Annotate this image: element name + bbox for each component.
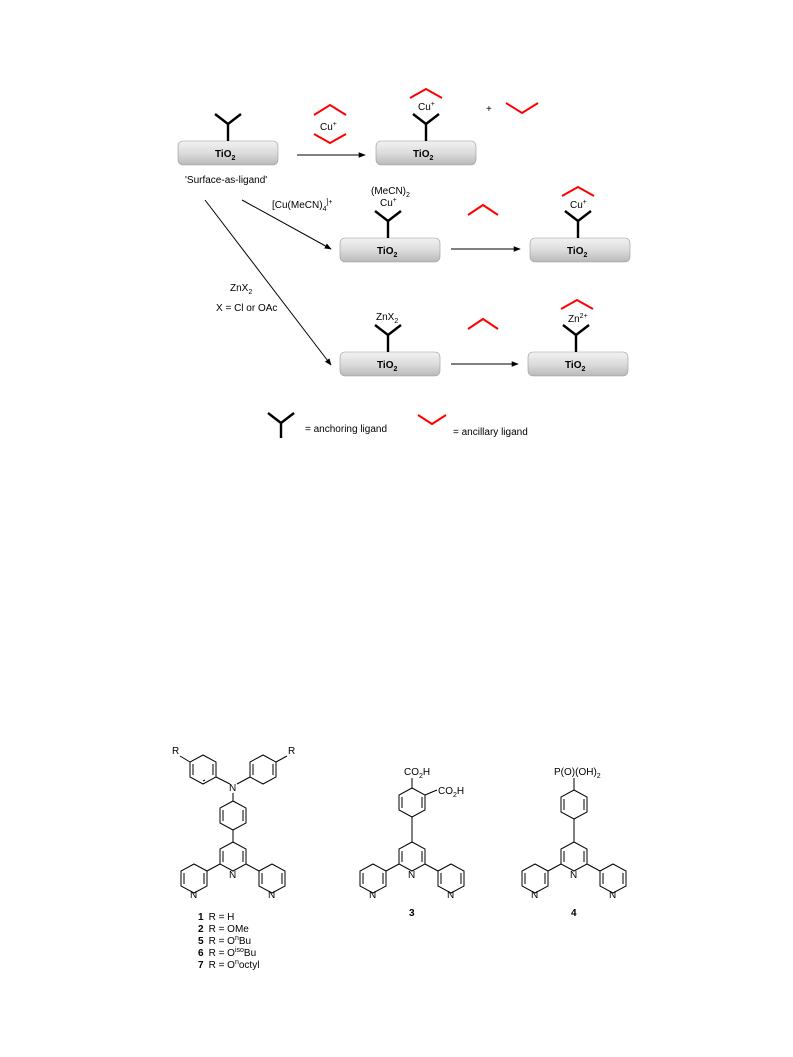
ancillary-ligand-icon — [505, 102, 539, 115]
legend-anchoring-icon — [267, 412, 295, 438]
substituent-r-left: R — [172, 746, 179, 757]
zn-condition-label: X = Cl or OAc — [216, 303, 277, 314]
top-reagent-label: Cu+ — [320, 121, 337, 133]
ancillary-ligand-icon — [409, 87, 443, 99]
mid-intermediate-line1: (MeCN)2 — [371, 186, 410, 199]
pyridine-nitrogen: N — [229, 870, 236, 881]
pyridine-nitrogen: N — [268, 890, 275, 901]
pyridine-nitrogen: N — [570, 870, 577, 881]
tio2-slab-top-product: TiO2 — [375, 140, 477, 166]
terpyridine-phosphonic-acid: P(O)(OH)2 N N N 4 — [521, 767, 627, 919]
zn-reagent-label: ZnX2 — [230, 283, 252, 296]
reaction-scheme: TiO2 'Surface-as-ligand' Cu+ TiO2 Cu+ + … — [177, 87, 631, 438]
phosphonic-group: P(O)(OH)2 — [554, 767, 601, 780]
ancillary-ligand-icon — [313, 133, 347, 145]
tio2-slab-zn-intermediate: TiO2 — [339, 351, 441, 377]
ancillary-ligand-icon — [560, 298, 594, 310]
terpyridine-dicarboxylic-acid: CO2H CO2H N N N 3 — [359, 767, 465, 919]
surface-caption: 'Surface-as-ligand' — [185, 175, 267, 186]
ancillary-ligand-icon — [467, 317, 499, 330]
top-product-cu: Cu+ — [418, 101, 435, 113]
zn-product-label: Zn2+ — [568, 313, 588, 325]
compound-3-label: 3 — [409, 908, 415, 919]
pyridine-nitrogen: N — [447, 890, 454, 901]
legend-ancillary-label: = ancillary ligand — [453, 427, 528, 438]
tio2-slab-start: TiO2 — [177, 140, 279, 166]
plus-sign: + — [486, 104, 492, 115]
anchoring-ligand-icon — [214, 113, 242, 141]
zn-intermediate-label: ZnX2 — [376, 312, 398, 325]
ancillary-ligand-icon — [561, 185, 595, 197]
ancillary-ligand-icon — [313, 103, 347, 116]
legend-ancillary-icon — [417, 414, 447, 426]
pyridine-nitrogen: N — [408, 870, 415, 881]
compound-4-label: 4 — [571, 908, 577, 919]
svg-text:TiO2: TiO2 — [567, 246, 587, 259]
tio2-slab-mid-product: TiO2 — [529, 237, 631, 263]
anchoring-ligand-icon — [564, 210, 592, 238]
legend-anchoring-label: = anchoring ligand — [305, 424, 387, 435]
terpyridine-triarylamine: R R N N N N — [172, 746, 295, 901]
svg-text:TiO2: TiO2 — [215, 149, 235, 162]
substituent-r-right: R — [288, 746, 295, 757]
pyridine-nitrogen: N — [190, 890, 197, 901]
tio2-slab-zn-product: TiO2 — [527, 351, 629, 377]
svg-text:TiO2: TiO2 — [377, 360, 397, 373]
svg-text:TiO2: TiO2 — [377, 246, 397, 259]
svg-text:TiO2: TiO2 — [565, 360, 585, 373]
mid-reagent-label: [Cu(MeCN)4]+ — [272, 199, 333, 213]
anchoring-ligand-icon — [562, 324, 590, 352]
carboxyl-group: CO2H — [404, 767, 430, 780]
amine-nitrogen: N — [229, 783, 236, 794]
pyridine-nitrogen: N — [609, 890, 616, 901]
anchoring-ligand-icon — [412, 113, 440, 141]
pyridine-nitrogen: N — [369, 890, 376, 901]
tio2-slab-mid-intermediate: TiO2 — [339, 237, 441, 263]
reaction-arrow-mid — [241, 199, 332, 250]
mid-product-cu: Cu+ — [570, 199, 587, 211]
reaction-arrow-zn — [204, 199, 332, 366]
ancillary-ligand-icon — [467, 203, 499, 216]
svg-text:TiO2: TiO2 — [413, 149, 433, 162]
carboxyl-group: CO2H — [438, 786, 464, 799]
pyridine-nitrogen: N — [531, 890, 538, 901]
anchoring-ligand-icon — [374, 324, 402, 352]
anchoring-ligand-icon — [374, 210, 402, 238]
mid-intermediate-line2: Cu+ — [380, 197, 397, 209]
